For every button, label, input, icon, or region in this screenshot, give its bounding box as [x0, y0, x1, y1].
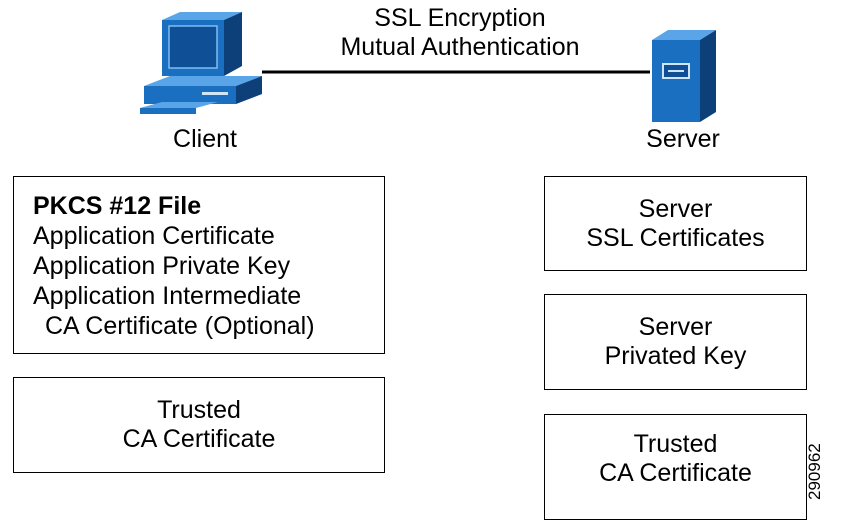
server-trusted-ca-line2: CA Certificate	[599, 459, 752, 487]
server-private-key-box: Server Privated Key	[544, 294, 807, 390]
server-ssl-line2: SSL Certificates	[586, 223, 765, 252]
pkcs12-item: Application Intermediate	[33, 282, 302, 310]
pkcs12-item: Application Private Key	[33, 252, 291, 280]
server-ssl-line1: Server	[638, 194, 713, 223]
pkcs12-title: PKCS #12 File	[33, 192, 202, 220]
pkcs12-file-box: PKCS #12 File Application Certificate Ap…	[13, 176, 385, 354]
server-label: Server	[646, 125, 720, 153]
server-trusted-ca-box: Trusted CA Certificate	[544, 414, 807, 520]
connection-label-line2: Mutual Authentication	[340, 33, 580, 61]
client-trusted-ca-box: Trusted CA Certificate	[13, 377, 385, 473]
server-trusted-ca-line1: Trusted	[633, 430, 718, 458]
server-ssl-certificates-box: Server SSL Certificates	[544, 176, 807, 271]
desktop-computer-icon	[140, 12, 262, 114]
connection-label: SSL Encryption Mutual Authentication	[300, 4, 620, 62]
connection-label-line1: SSL Encryption	[374, 4, 546, 32]
server-key-line2: Privated Key	[604, 342, 747, 370]
figure-id: 290962	[805, 443, 824, 500]
client-trusted-ca-line1: Trusted	[157, 396, 241, 424]
server-tower-icon	[652, 30, 716, 122]
server-key-line1: Server	[638, 313, 713, 341]
pkcs12-item: CA Certificate (Optional)	[45, 312, 315, 340]
pkcs12-item: Application Certificate	[33, 222, 275, 250]
client-trusted-ca-line2: CA Certificate	[122, 425, 276, 453]
client-label: Client	[173, 125, 237, 153]
